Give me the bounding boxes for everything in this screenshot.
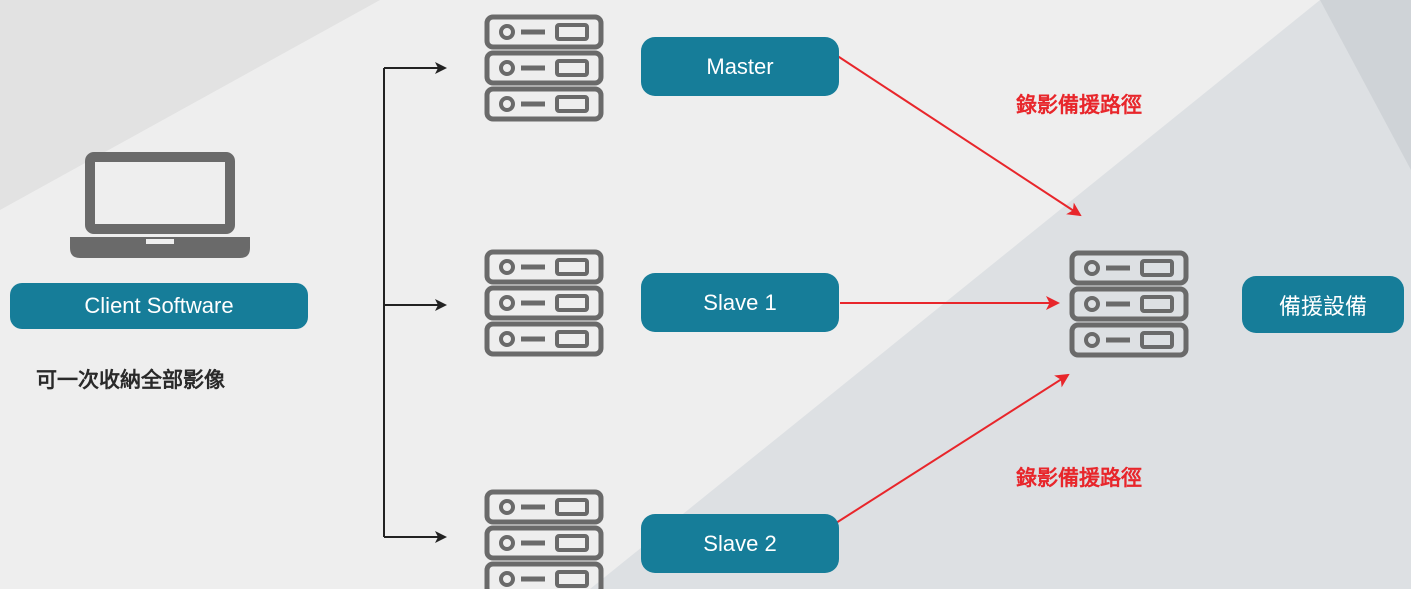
background-shade-left <box>0 0 380 210</box>
distribution-connector <box>383 62 447 543</box>
laptop-icon <box>70 152 250 258</box>
background-shade-corner <box>1320 0 1411 170</box>
backup-path-label-bottom: 錄影備援路徑 <box>1016 466 1142 490</box>
backup-device-label: 備援設備 <box>1242 276 1404 333</box>
client-software-label: Client Software <box>10 283 308 329</box>
server-rack-icon <box>487 492 601 589</box>
server-label-slave-2: Slave 2 <box>641 514 839 573</box>
server-rack-icon <box>487 252 601 354</box>
server-rack-icon <box>487 17 601 119</box>
backup-path-label-top: 錄影備援路徑 <box>1016 93 1142 117</box>
background-shade-right <box>590 0 1411 589</box>
backup-arrow-master <box>835 54 1082 217</box>
server-label-slave-1: Slave 1 <box>641 273 839 332</box>
client-caption: 可一次收納全部影像 <box>36 368 225 392</box>
server-label-master: Master <box>641 37 839 96</box>
backup-arrow-slave-2 <box>835 373 1070 524</box>
